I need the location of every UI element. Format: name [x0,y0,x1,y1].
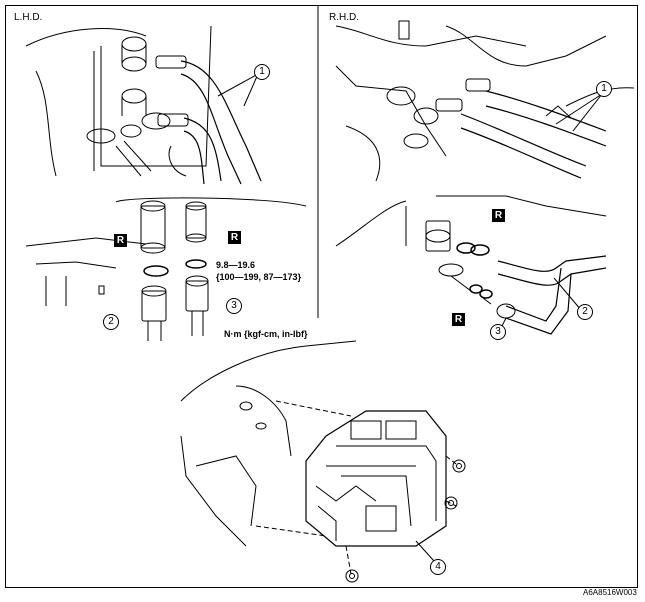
callout-2-rhd: 2 [577,304,593,320]
ac-unit-drawing [180,340,466,583]
torque-spec: 9.8—19.6 {100—199, 87—173} [216,259,301,283]
lhd-heading: L.H.D. [14,12,43,23]
rhd-top-drawing [335,20,635,182]
replace-badge-lhd-right: R [228,231,241,244]
rhd-bottom-drawing [335,195,607,335]
callout-2-lhd: 2 [103,314,119,330]
callout-3-lhd: 3 [226,298,242,314]
figure-code: A6A8516W003 [583,588,637,597]
callout-1-rhd: 1 [596,81,612,97]
torque-unit-legend: N·m {kgf-cm, in-lbf} [224,329,308,339]
diagram-drawing [25,6,635,583]
torque-alt-units: {100—199, 87—173} [216,272,302,282]
callout-4: 4 [430,559,446,575]
replace-badge-lhd-left: R [114,234,127,247]
replace-badge-rhd-top: R [492,209,505,222]
callout-3-rhd: 3 [490,324,506,340]
lhd-top-drawing [25,25,262,185]
callout-1-lhd: 1 [254,64,270,80]
torque-range: 9.8—19.6 [216,260,256,270]
replace-badge-rhd-bottom: R [452,313,465,326]
rhd-heading: R.H.D. [329,12,359,23]
diagram-frame: L.H.D. R.H.D. 1 1 R R 9.8—19.6 {100—199,… [5,5,638,588]
lhd-bottom-drawing [25,197,307,341]
